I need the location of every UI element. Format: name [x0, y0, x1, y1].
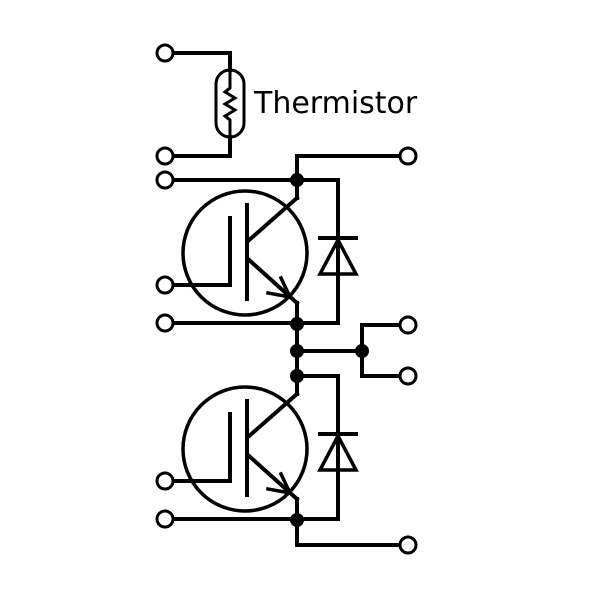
terminal: [398, 366, 418, 386]
terminal: [398, 535, 418, 555]
terminal: [155, 313, 175, 333]
terminals: [155, 43, 418, 555]
emitter-arrow-icon: [265, 471, 294, 496]
terminal: [155, 509, 175, 529]
terminal: [155, 43, 175, 63]
thermistor-label: Thermistor: [253, 86, 418, 121]
thermistor: Thermistor: [171, 51, 418, 158]
upper-wiring: [171, 154, 402, 378]
terminal: [155, 170, 175, 190]
terminal: [155, 275, 175, 295]
igbt-lower: [171, 385, 309, 513]
igbt-upper: [171, 189, 309, 317]
terminal: [155, 146, 175, 166]
diode-upper: [317, 236, 359, 276]
diode-lower: [317, 432, 359, 472]
junction-dots: [290, 173, 369, 527]
terminal: [155, 471, 175, 491]
terminal: [398, 146, 418, 166]
terminal: [398, 315, 418, 335]
emitter-arrow-icon: [265, 275, 294, 300]
